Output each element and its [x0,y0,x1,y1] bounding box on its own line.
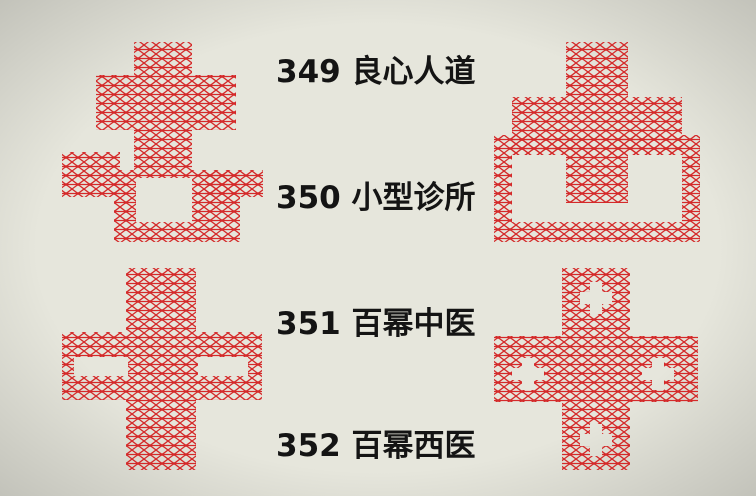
figure-349-pattern [62,42,263,242]
figure-352-pattern [494,268,698,470]
label-350: 350 小型诊所 [276,180,476,216]
figure-350-pattern [494,42,700,242]
label-352: 352 百幂西医 [276,428,476,464]
figure-351-pattern [62,268,262,470]
label-349: 349 良心人道 [276,54,476,90]
label-351: 351 百幂中医 [276,306,476,342]
